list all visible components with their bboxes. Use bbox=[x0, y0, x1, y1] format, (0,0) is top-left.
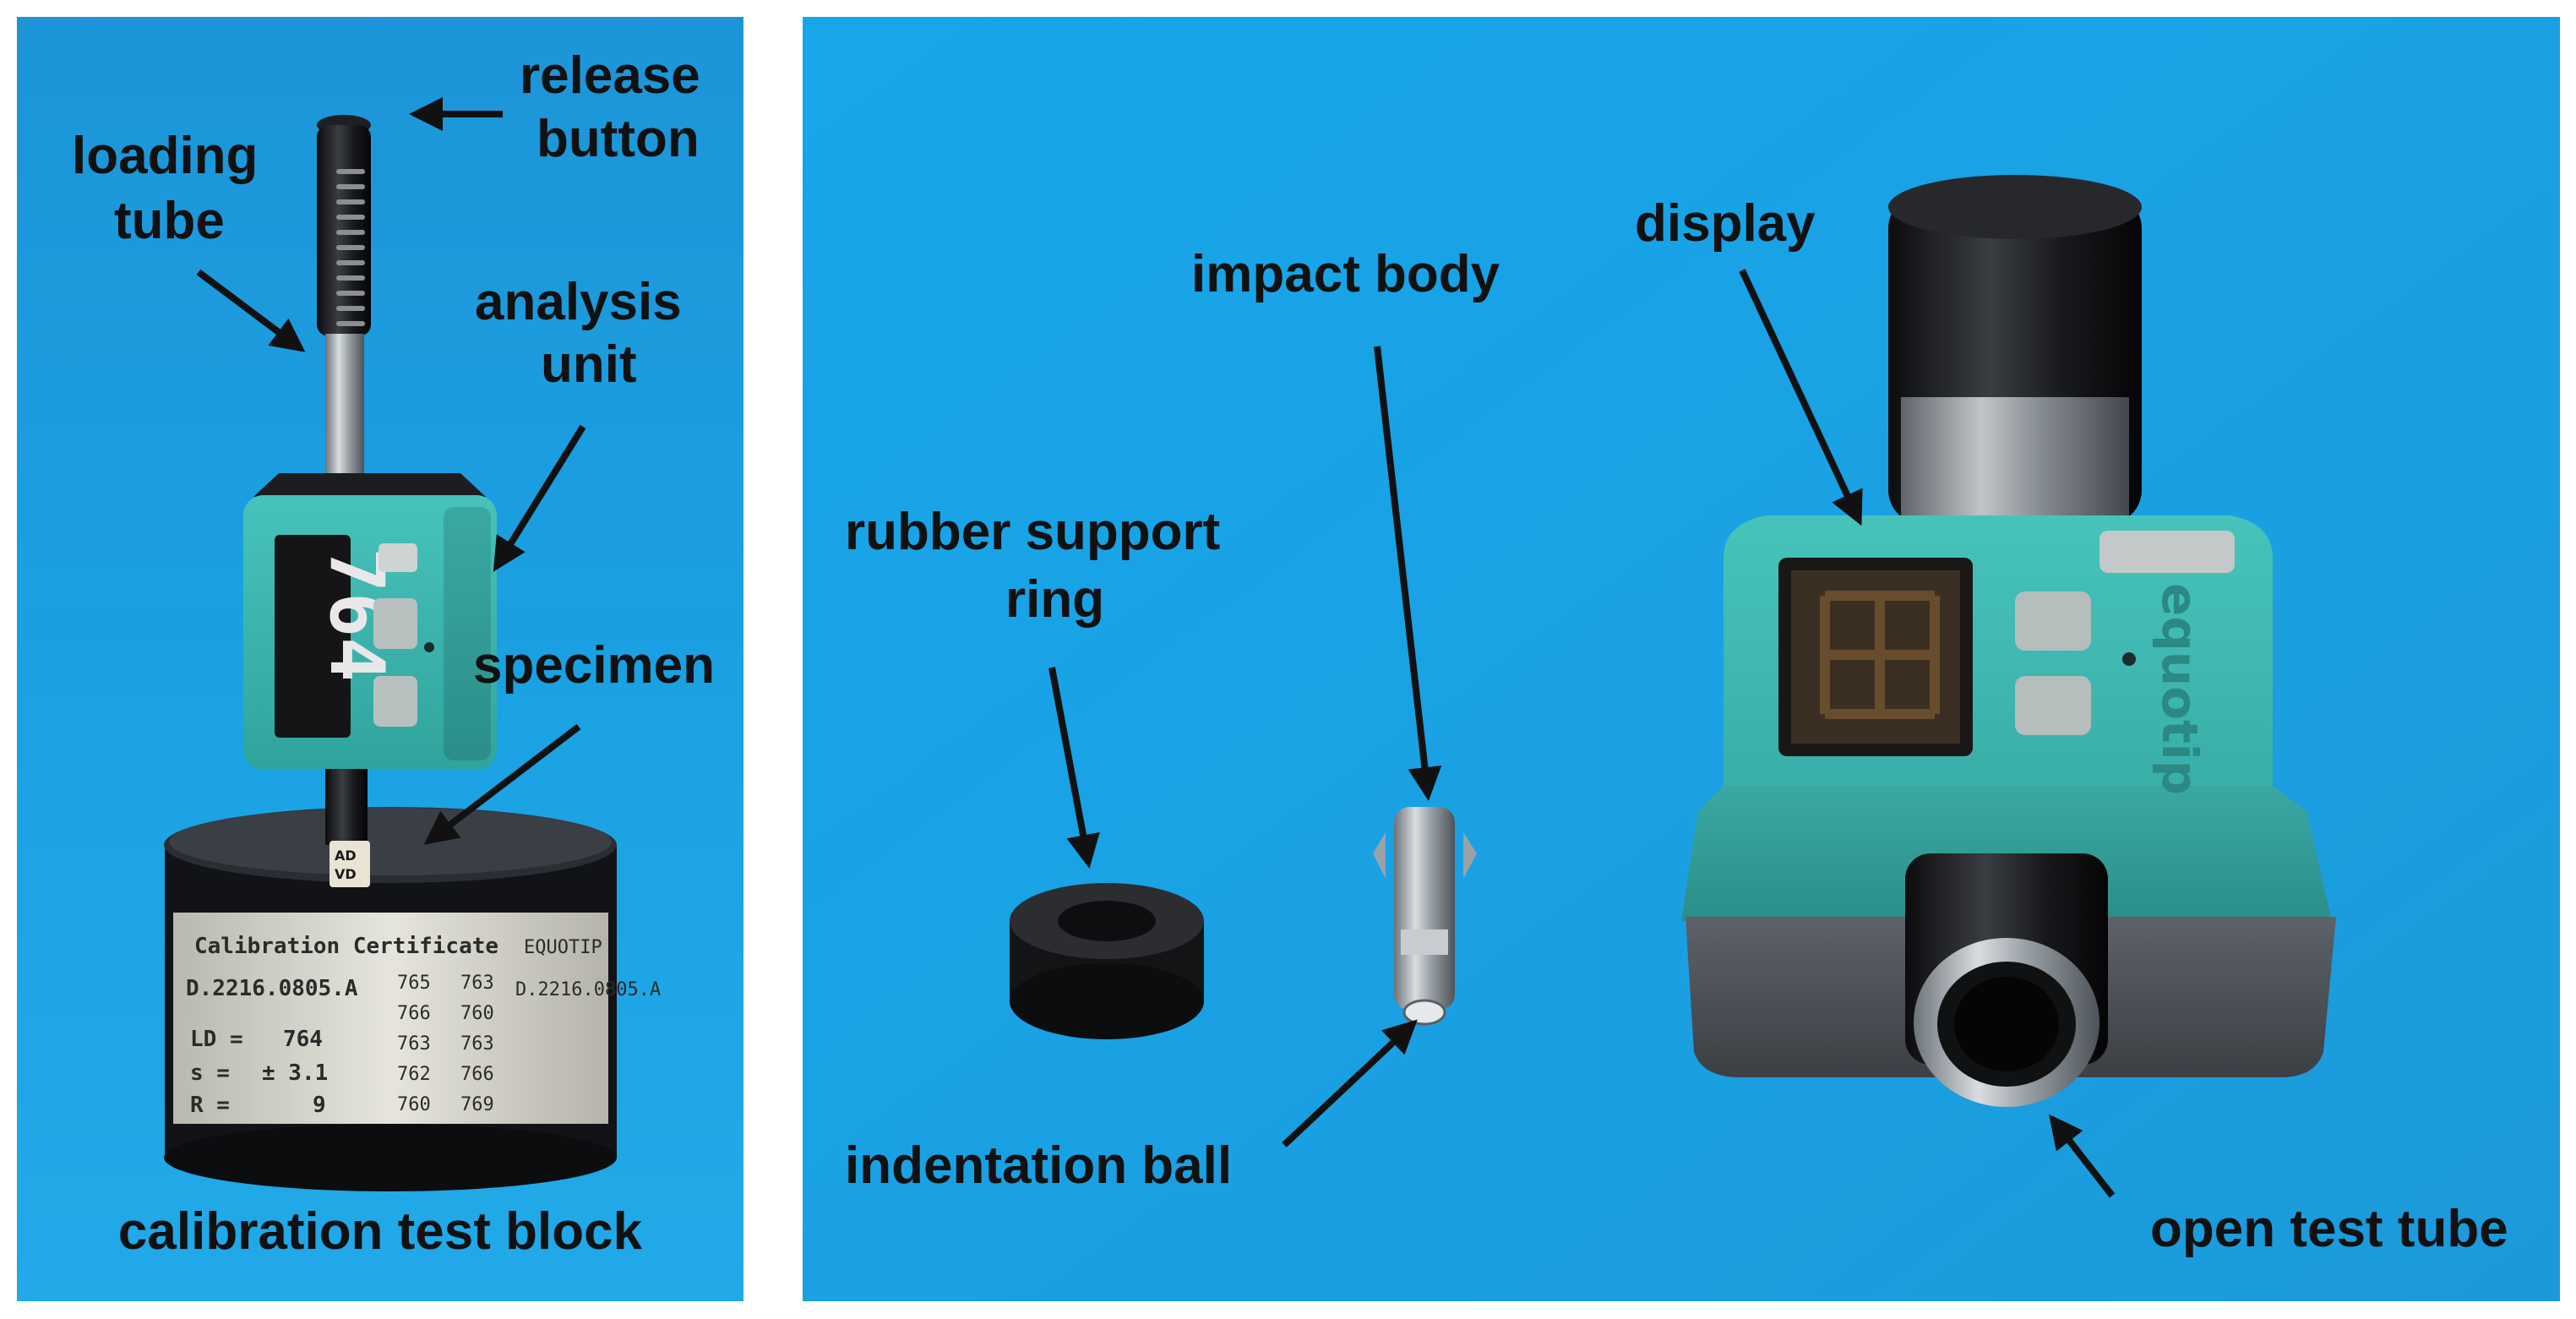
label-open-test-tube: open test tube bbox=[2150, 1200, 2508, 1258]
rubber-support-ring bbox=[1010, 883, 1204, 1039]
certificate-value: 763 bbox=[397, 1033, 431, 1055]
arrow-loading-tube bbox=[196, 269, 306, 352]
closeup-brand: equotip bbox=[2151, 583, 2208, 795]
hardness-tester: 764 AD VD bbox=[243, 115, 497, 887]
closeup-indicator bbox=[2122, 652, 2136, 666]
certificate-value: 760 bbox=[397, 1094, 431, 1115]
grip-rib bbox=[336, 260, 365, 265]
left-panel: Calibration Certificate EQUOTIP D.2216.0… bbox=[17, 17, 743, 1301]
label-display: display bbox=[1635, 194, 1816, 253]
certificate-ld-label: LD = bbox=[190, 1027, 243, 1052]
certificate-column-1: 765 766 763 762 760 bbox=[397, 973, 431, 1115]
label-analysis: analysis bbox=[475, 273, 682, 331]
specimen-band-vd: VD bbox=[335, 866, 357, 882]
certificate-title: Calibration Certificate bbox=[194, 934, 498, 959]
arrow-rubber-ring bbox=[1048, 667, 1100, 869]
grip-rib bbox=[336, 291, 365, 296]
arrow-specimen bbox=[423, 723, 581, 845]
label-button: button bbox=[536, 110, 700, 168]
label-ring: ring bbox=[1005, 570, 1104, 629]
label-rubber-support: rubber support bbox=[845, 503, 1220, 561]
grip-rib bbox=[336, 184, 365, 189]
label-specimen: specimen bbox=[473, 636, 715, 695]
certificate-label bbox=[173, 913, 608, 1124]
arrow-open-test-tube bbox=[2049, 1114, 2116, 1198]
closeup-button-top bbox=[2099, 531, 2235, 573]
label-impact-body: impact body bbox=[1191, 245, 1500, 303]
certificate-column-2: 763 760 763 766 769 bbox=[460, 973, 494, 1115]
loading-tube bbox=[325, 334, 364, 482]
certificate-right-id: D.2216.0805.A bbox=[515, 979, 661, 1000]
certificate-value: 766 bbox=[397, 1003, 431, 1024]
caption-calibration-test-block: calibration test block bbox=[118, 1202, 643, 1261]
device-button-1 bbox=[379, 543, 417, 572]
calibration-block: Calibration Certificate EQUOTIP D.2216.0… bbox=[164, 807, 661, 1191]
label-unit: unit bbox=[541, 335, 637, 394]
analysis-unit-side bbox=[444, 507, 491, 760]
closeup-button-middle bbox=[2015, 591, 2091, 651]
indentation-ball bbox=[1402, 999, 1446, 1026]
certificate-value: 760 bbox=[460, 1003, 494, 1024]
certificate-value: 769 bbox=[460, 1094, 494, 1115]
grip-rib bbox=[336, 215, 365, 220]
certificate-value: 766 bbox=[460, 1064, 494, 1085]
lower-tube bbox=[325, 769, 368, 845]
arrow-impact-body bbox=[1374, 346, 1442, 801]
right-panel: equotip display impact body rubber suppo… bbox=[803, 17, 2560, 1301]
device-indicator bbox=[424, 642, 434, 652]
label-tube: tube bbox=[114, 192, 225, 250]
certificate-s-value: ± 3.1 bbox=[262, 1060, 328, 1086]
hardness-tester-closeup: equotip bbox=[1681, 175, 2336, 1107]
closeup-metal-neck bbox=[1901, 397, 2129, 524]
certificate-value: 763 bbox=[460, 1033, 494, 1055]
analysis-unit-top bbox=[253, 473, 486, 497]
closeup-button-bottom bbox=[2015, 676, 2091, 735]
grip-rib bbox=[336, 245, 365, 250]
certificate-s-label: s = bbox=[190, 1060, 230, 1086]
label-indentation-ball: indentation ball bbox=[845, 1136, 1232, 1195]
grip-rib bbox=[336, 275, 365, 281]
arrow-display bbox=[1739, 269, 1863, 526]
label-loading: loading bbox=[72, 127, 258, 185]
grip-rib bbox=[336, 230, 365, 235]
certificate-value: 763 bbox=[460, 973, 494, 994]
certificate-r-label: R = bbox=[190, 1093, 230, 1118]
label-release: release bbox=[520, 46, 700, 105]
certificate-r-value: 9 bbox=[313, 1093, 326, 1118]
grip-rib bbox=[336, 199, 365, 204]
device-button-2 bbox=[373, 598, 417, 649]
grip-ribs bbox=[336, 169, 365, 326]
certificate-value: 765 bbox=[397, 973, 431, 994]
device-display bbox=[275, 535, 351, 738]
arrow-indentation-ball bbox=[1282, 1019, 1418, 1147]
arrow-analysis-unit bbox=[493, 424, 586, 572]
grip-rib bbox=[336, 321, 365, 326]
certificate-id: D.2216.0805.A bbox=[186, 976, 358, 1001]
certificate-value: 762 bbox=[397, 1064, 431, 1085]
certificate-right-title: EQUOTIP bbox=[524, 937, 602, 958]
certificate-ld-value: 764 bbox=[283, 1027, 323, 1052]
grip-rib bbox=[336, 306, 365, 311]
specimen-band bbox=[329, 841, 370, 887]
grip-rib bbox=[336, 169, 365, 174]
specimen-band-ad: AD bbox=[335, 848, 357, 864]
impact-body bbox=[1373, 807, 1477, 1026]
device-button-3 bbox=[373, 676, 417, 727]
